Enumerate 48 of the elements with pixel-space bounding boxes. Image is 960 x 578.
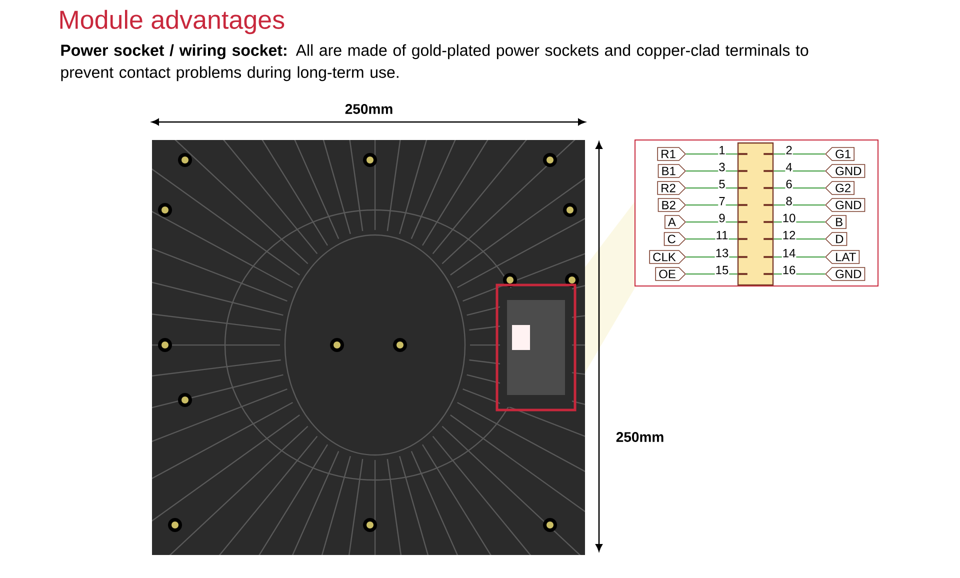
dimension-label: 250mm <box>345 104 392 114</box>
pin-stub <box>737 256 748 258</box>
signal-tag: B1 <box>658 164 686 178</box>
pin-stub <box>737 273 748 275</box>
pin-stub <box>764 153 774 155</box>
pin-number: 11 <box>715 230 729 240</box>
pin-stub <box>764 238 774 240</box>
signal-tag: B2 <box>658 198 686 212</box>
wire <box>774 273 826 275</box>
dimension-label: 250mm <box>616 432 664 442</box>
wire <box>774 170 826 172</box>
pin-number: 4 <box>785 162 793 172</box>
pin-number: 1 <box>718 146 726 155</box>
pin-stub <box>764 204 774 206</box>
wire <box>774 204 826 206</box>
pin-stub <box>737 221 748 223</box>
signal-tag: CLK <box>649 250 686 264</box>
signal-tag: OE <box>655 267 686 281</box>
signal-tag: GND <box>825 164 866 178</box>
signal-tag: LAT <box>825 250 860 264</box>
pin-stub <box>737 187 748 189</box>
pin-stub <box>764 221 774 223</box>
pin-stub <box>737 170 748 172</box>
wire <box>774 221 826 223</box>
caption: Power socket / wiring socket: All are made of gold-plated power sockets and copper-clad terminals to prevent contact problems during long-term use. <box>61 44 808 82</box>
signal-tag: R2 <box>657 181 686 195</box>
pin-stub <box>764 273 774 275</box>
title: Module advantages <box>60 10 284 34</box>
wire <box>686 187 738 189</box>
pin-stub <box>764 256 774 258</box>
signal-tag: GND <box>825 198 866 212</box>
signal-tag: GND <box>825 267 866 281</box>
pin-stub <box>737 153 748 155</box>
wire <box>686 221 738 223</box>
pin-number: 7 <box>718 196 726 206</box>
pin-stub <box>737 238 748 240</box>
signal-tag: R1 <box>657 147 686 161</box>
wire <box>686 170 738 172</box>
signal-tag: C <box>664 232 686 246</box>
pin-stub <box>764 170 774 172</box>
wire <box>686 256 738 258</box>
pin-stub <box>764 187 774 189</box>
wire <box>686 204 738 206</box>
wire <box>774 187 826 189</box>
pin-number: 14 <box>782 248 796 258</box>
wire <box>686 273 738 275</box>
pin-header <box>737 142 774 286</box>
pin-stub <box>737 204 748 206</box>
